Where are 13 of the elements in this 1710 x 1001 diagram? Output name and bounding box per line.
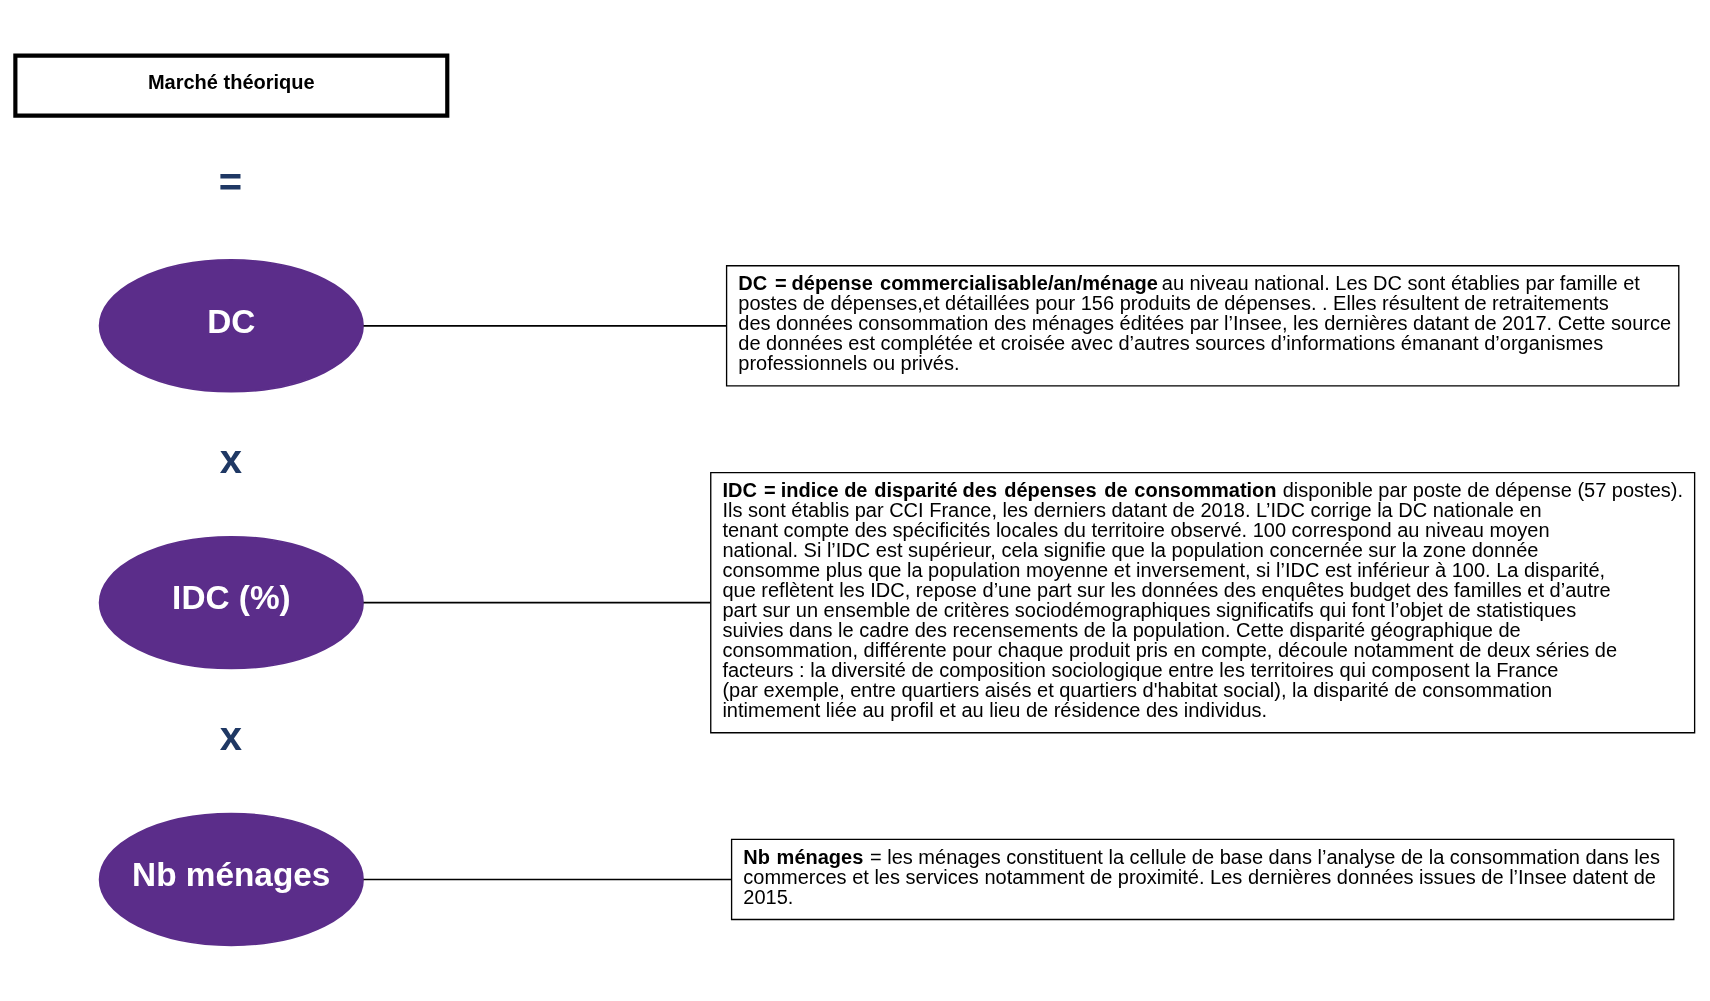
node-box: Nb ménages = les ménages constituent la cellule de base dans l’analyse de la consommation dans les commerces et les services notamment de proximité. Les dernières données issues de l’Insee datent de 2015. (730, 838, 1675, 921)
connector (362, 601, 712, 604)
label: x (219, 713, 242, 758)
connector (362, 878, 733, 881)
node-box: IDC = indice de disparité des dépenses de consommation disponible par poste de dépense (57 postes). Ils sont établis par CCI France, les derniers datant de 2018. L’IDC corrige la DC nationale en tenant compte des spécificités locales du territoire observé. 100 correspond au niveau moyen national. Si l’IDC est supérieur, cela signifie que la population concernée sur la zone donnée consomme plus que la population moyenne et inversement, si l’IDC est inférieur à 100. La disparité, que reflètent les IDC, repose d’une part sur les données des enquêtes budget des familles et d’autre part sur un ensemble de critères sociodémographiques significatifs qui font l’objet de statistiques suivies dans le cadre des recensements de la population. Cette disparité géographique de consommation, différente pour chaque produit pris en compte, découle notamment de deux séries de facteurs : la diversité de composition sociologique entre les territoires qui composent la France (par exemple, entre quartiers aisés et quartiers d'habitat social), la disparité de consommation intimement liée au profil et au lieu de résidence des individus. (710, 471, 1696, 734)
node-ellipse: DC (98, 259, 364, 393)
label: = (218, 160, 243, 205)
node-box: Marché théorique (13, 53, 450, 118)
node-ellipse: IDC (%) (98, 535, 364, 670)
connector (362, 325, 727, 327)
node-box: DC = dépense commercialisable/an/ménage au niveau national. Les DC sont établies par famille et postes de dépenses,et détaillées pour 156 produits de dépenses. . Elles résultent de retraitements des données consommation des ménages éditées par l’Insee, les dernières datant de 2017. Cette source de données est complétée et croisée avec d’autres sources d’informations émanant d’organismes professionnels ou privés. (725, 265, 1680, 387)
node-ellipse: Nb ménages (98, 812, 364, 947)
label: x (219, 436, 242, 481)
